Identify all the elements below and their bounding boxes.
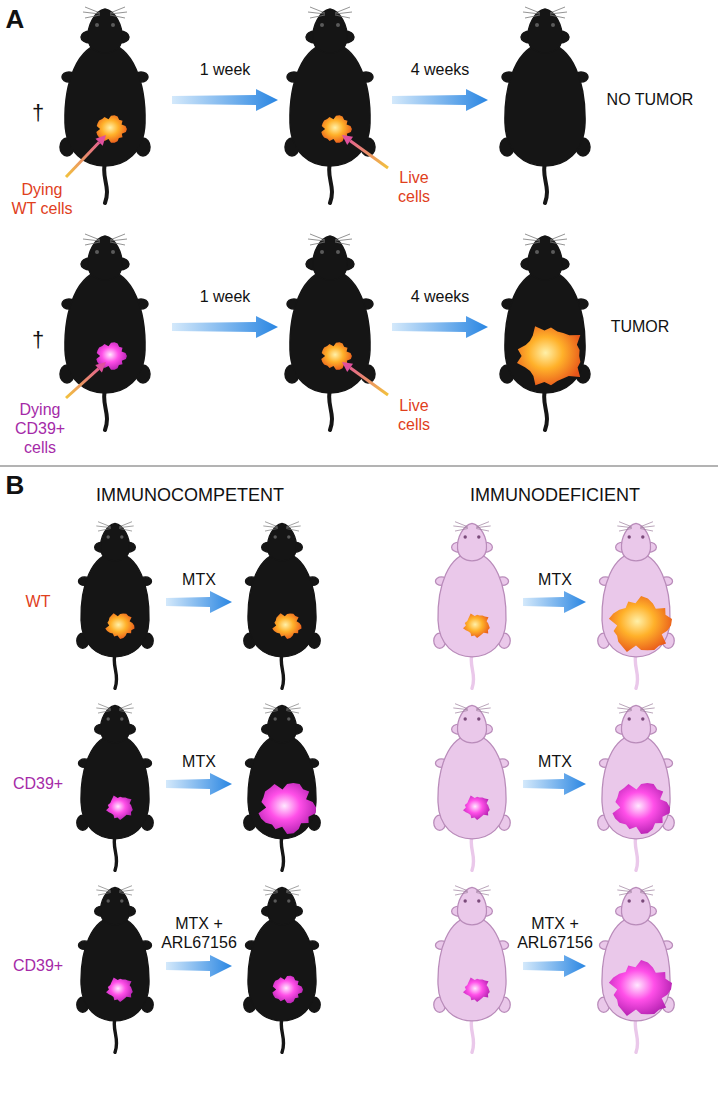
group-heading: IMMUNOCOMPETENT [70, 484, 310, 506]
cell-type-label: CD39+ [6, 774, 70, 793]
panel-letter: B [2, 470, 28, 501]
treatment-label: MTX [520, 752, 590, 771]
injection-arrow [350, 141, 388, 168]
mouse [598, 522, 675, 689]
mouse [434, 522, 511, 689]
mouse [434, 704, 511, 871]
cell-label: Live cells [386, 168, 442, 206]
time-arrow [166, 773, 232, 795]
time-arrow [523, 591, 586, 613]
tumor [106, 796, 133, 820]
treatment-label: MTX + ARL67156 [515, 914, 595, 952]
cell-type-label: CD39+ [6, 956, 70, 975]
mouse [77, 886, 154, 1053]
treatment-label: MTX [520, 570, 590, 589]
time-arrow [166, 955, 232, 977]
treatment-label: MTX [164, 570, 234, 589]
mouse [500, 234, 590, 430]
time-arrow [392, 316, 488, 338]
time-arrow [523, 773, 586, 795]
time-label: 4 weeks [400, 60, 480, 79]
panel-divider [0, 465, 718, 467]
mouse [285, 234, 375, 430]
mouse [244, 522, 321, 689]
injection-arrowhead [342, 135, 353, 145]
injection-arrow [66, 142, 99, 177]
treatment-label: MTX [164, 752, 234, 771]
death-mark: † [28, 100, 48, 126]
treatment-label: MTX + ARL67156 [159, 914, 239, 952]
time-arrow [172, 89, 278, 111]
mouse [598, 886, 675, 1053]
mouse [60, 234, 150, 430]
time-arrow [392, 89, 488, 111]
mouse [598, 704, 675, 871]
injection-arrow [66, 369, 99, 398]
time-label: 4 weeks [400, 287, 480, 306]
cell-label: Dying CD39+ cells [7, 400, 73, 457]
outcome-label: NO TUMOR [590, 90, 710, 109]
group-heading: IMMUNODEFICIENT [435, 484, 675, 506]
death-mark: † [28, 327, 48, 353]
tumor [609, 960, 672, 1016]
time-arrow [523, 955, 586, 977]
tumor [517, 326, 580, 385]
panel-letter: A [2, 4, 28, 35]
mouse [244, 886, 321, 1053]
tumor [463, 978, 490, 1002]
mouse [285, 7, 375, 203]
injection-arrowhead [95, 135, 106, 146]
mouse [60, 7, 150, 203]
tumor [609, 596, 672, 652]
tumor [272, 976, 303, 1004]
mouse [77, 522, 154, 689]
mouse [500, 7, 590, 203]
mouse [434, 886, 511, 1053]
tumor [463, 796, 490, 820]
cell-label: Dying WT cells [7, 180, 77, 218]
time-arrow [172, 316, 278, 338]
tumor [105, 613, 134, 639]
tumor [272, 613, 301, 639]
cell-type-label: WT [8, 592, 68, 611]
outcome-label: TUMOR [590, 317, 690, 336]
time-label: 1 week [185, 287, 265, 306]
tumor [259, 783, 317, 834]
time-arrow [166, 591, 232, 613]
tumor [613, 783, 671, 834]
cell-label: Live cells [386, 396, 442, 434]
tumor [106, 978, 133, 1002]
time-label: 1 week [185, 60, 265, 79]
injection-arrow [350, 368, 388, 395]
injection-arrowhead [95, 362, 106, 372]
mouse [244, 704, 321, 871]
injection-arrowhead [342, 362, 353, 372]
tumor [463, 614, 490, 638]
mouse [77, 704, 154, 871]
